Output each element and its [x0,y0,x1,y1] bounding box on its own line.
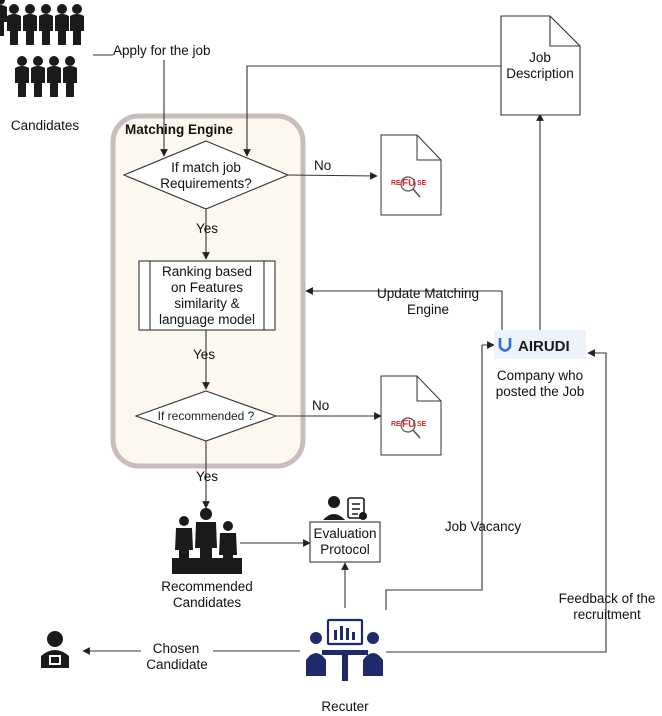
refuse-post-2: SE [417,421,427,428]
apply-label: Apply for the job [113,43,211,58]
chosen-line1: Chosen [153,641,200,656]
company-line2: posted the Job [496,384,585,399]
yes-label-2: Yes [193,347,215,362]
update-line1: Update Matching [377,286,479,301]
feedback-line1: Feedback of the [559,591,656,606]
decision-recommended-label: If recommended ? [158,409,255,423]
job-description-line2: Description [506,66,574,81]
magnifier-icon-2 [400,417,416,433]
candidates-label: Candidates [11,118,80,133]
job-description-document [500,15,581,116]
ranking-line2: on Features [171,280,243,295]
refuse-pre-2: RE [391,421,401,428]
job-description-line1: Job [529,50,551,65]
recommended-candidates-icon [172,508,242,574]
refuse-mid-1: FU [402,178,415,189]
recruiter-label: Recuter [321,699,369,714]
feedback-line2: recruitment [573,607,641,622]
refuse-pre-1: RE [391,180,401,187]
recommended-line1: Recommended [161,579,253,594]
candidates-group-icon [0,0,84,97]
yes-label-1: Yes [196,221,218,236]
ranking-line1: Ranking based [162,264,252,279]
evaluation-checklist-icon [323,496,367,520]
evaluation-protocol-box [309,521,381,563]
update-line2: Engine [407,302,449,317]
airudi-logo: AIRUDI [494,330,586,359]
chosen-line2: Candidate [146,657,208,672]
ranking-line4: language model [159,312,255,327]
refuse-post-1: SE [417,180,427,187]
ranking-line3: similarity & [174,296,239,311]
refuse-mid-2: FU [402,419,415,430]
magnifier-icon-1 [400,176,416,192]
matching-engine-title: Matching Engine [125,122,233,137]
evaluation-line1: Evaluation [313,526,376,541]
decision-match-line1: If match job [171,160,241,175]
yes-label-3: Yes [196,469,218,484]
airudi-logo-text: AIRUDI [518,338,570,355]
evaluation-line2: Protocol [320,542,370,557]
recruiter-meeting-icon [306,618,383,681]
chosen-candidate-icon [41,631,69,668]
job-vacancy-label: Job Vacancy [445,519,522,534]
refuse-document-2: RE FU SE [380,375,442,456]
recommended-line2: Candidates [173,595,242,610]
ranking-process-box [138,260,276,331]
decision-match-line2: Requirements? [160,176,252,191]
no-label-2: No [312,398,329,413]
no-label-1: No [314,158,331,173]
refuse-document-1: RE FU SE [380,134,442,216]
company-line1: Company who [497,368,583,383]
